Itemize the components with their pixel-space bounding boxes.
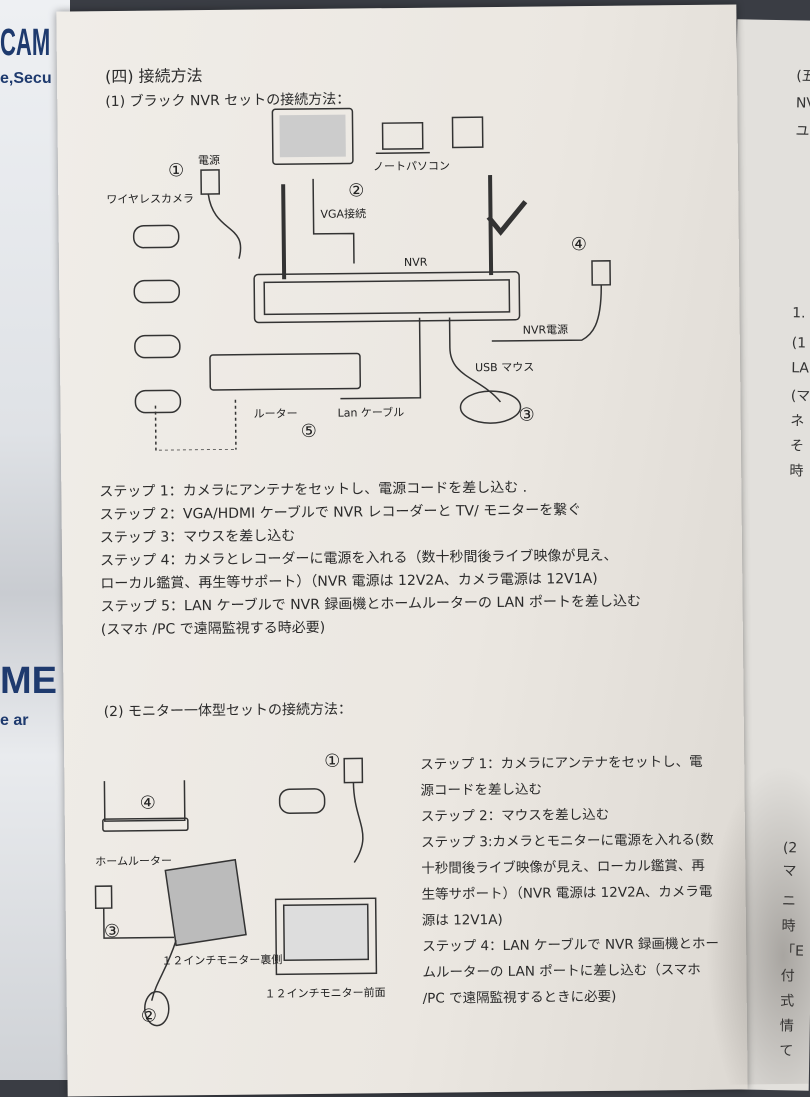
bg-text: 時 (789, 463, 804, 480)
step-number-3: ③ (103, 920, 121, 943)
mouse-icon (459, 390, 522, 424)
step-line: 源は 12V1A) (421, 911, 503, 929)
step-number-3: ③ (518, 404, 535, 426)
step-line: ステップ 3：マウスを差し込む (99, 528, 296, 547)
camera-icon (278, 788, 326, 814)
bg-text: ME (0, 660, 57, 702)
nvr-device (253, 271, 521, 324)
step-number-1: ① (324, 750, 341, 772)
step-line: 源コードを差し込む (420, 781, 543, 799)
router-icon (209, 352, 362, 391)
router-label: ルーター (253, 407, 298, 421)
wireless-camera-label: ワイヤレスカメラ (106, 192, 195, 207)
nvr-power-label: NVR電源 (522, 323, 569, 337)
step-number-2: ② (140, 1005, 158, 1027)
step-line: 生等サポート）（NVR 電源は 12V2A、カメラ電 (421, 883, 713, 903)
nvr-connection-diagram (132, 107, 611, 452)
step-line: ステップ 4：カメラとレコーダーに電源を入れる（数十秒間後ライブ映像が見え、 (100, 547, 618, 570)
bg-text: e ar (0, 712, 29, 729)
mouse-icon (144, 990, 170, 1027)
step-line: 十秒間後ライブ映像が見え、ローカル鑑賞、再 (421, 857, 705, 877)
monitor-icon (271, 107, 354, 166)
step-line: ローカル鑑賞、再生等サポート）（NVR 電源は 12V2A、カメラ電源は 12V… (100, 570, 598, 593)
laptop-label: ノートパソコン (372, 159, 451, 174)
power-outlet-icon (343, 757, 364, 784)
part2-title: (2) モニター一体型セットの接続方法： (103, 701, 353, 721)
bg-text: そ (789, 438, 805, 455)
usb-mouse-label: USB マウス (475, 360, 535, 375)
monitor-back-label: １２インチモニター裏側 (161, 953, 283, 968)
monitor-front-label: １２インチモニター前面 (264, 986, 386, 1001)
bg-text: (五 (796, 68, 810, 85)
manual-page: (四) 接続方法 (1) ブラック NVR セットの接続方法： 電源 ワイヤレス… (56, 4, 810, 1097)
bg-text: LA (791, 360, 810, 377)
power-outlet-icon (200, 169, 221, 195)
lan-cable-label: Lan ケーブル (337, 405, 405, 420)
step-line: ステップ 1：カメラにアンテナをセットし、電源コードを差し込む . (99, 479, 528, 501)
step-number-4: ④ (570, 234, 588, 256)
step-line: ステップ 3:カメラとモニターに電源を入れる(数 (420, 831, 714, 851)
camera-icons (132, 224, 182, 414)
laptop-icon (381, 122, 424, 150)
bg-text: 1. (792, 305, 806, 322)
shadow (704, 763, 810, 1085)
monitor-back-icon (164, 858, 247, 947)
step-line: (スマホ /PC で遠隔監視する時必要) (100, 619, 326, 639)
step-number-2: ② (348, 180, 365, 202)
bg-text: ユー (795, 123, 810, 140)
step-line: ステップ 2：VGA/HDMI ケーブルで NVR レコーダーと TV/ モニタ… (99, 502, 582, 524)
step-line: ステップ 5：LAN ケーブルで NVR 録画機とホームルーターの LAN ポー… (100, 593, 642, 616)
home-router-icon (102, 817, 189, 832)
power-outlet-icon (591, 260, 611, 286)
bg-text: CAM (0, 22, 51, 64)
bg-text: ネ (790, 413, 805, 430)
home-router-label: ホームルーター (95, 854, 172, 869)
nvr-label: NVR (403, 255, 428, 269)
monitor-set-diagram (94, 757, 378, 1027)
step-line: ステップ 4：LAN ケーブルで NVR 録画機とホー (422, 935, 720, 955)
bg-text: (1 (791, 335, 807, 352)
power-label: 電源 (197, 153, 220, 168)
tablet-icon (451, 116, 484, 149)
vga-label: VGA接続 (320, 207, 367, 221)
step-number-4: ④ (139, 792, 156, 814)
bg-text: (マ (790, 388, 810, 405)
step-line: ステップ 2：マウスを差し込む (420, 806, 610, 825)
bg-text: e,Secu (0, 70, 52, 87)
step-line: ステップ 1：カメラにアンテナをセットし、電 (420, 753, 703, 773)
step-number-1: ① (167, 160, 185, 182)
power-outlet-icon (94, 885, 113, 909)
step-line: ムルーターの LAN ポートに差し込む（スマホ (422, 961, 701, 981)
step-line: /PC で遠隔監視するときに必要) (422, 988, 617, 1007)
monitor-front-icon (274, 897, 378, 976)
step-number-5: ⑤ (300, 420, 317, 443)
bg-text: NVI (795, 95, 810, 112)
